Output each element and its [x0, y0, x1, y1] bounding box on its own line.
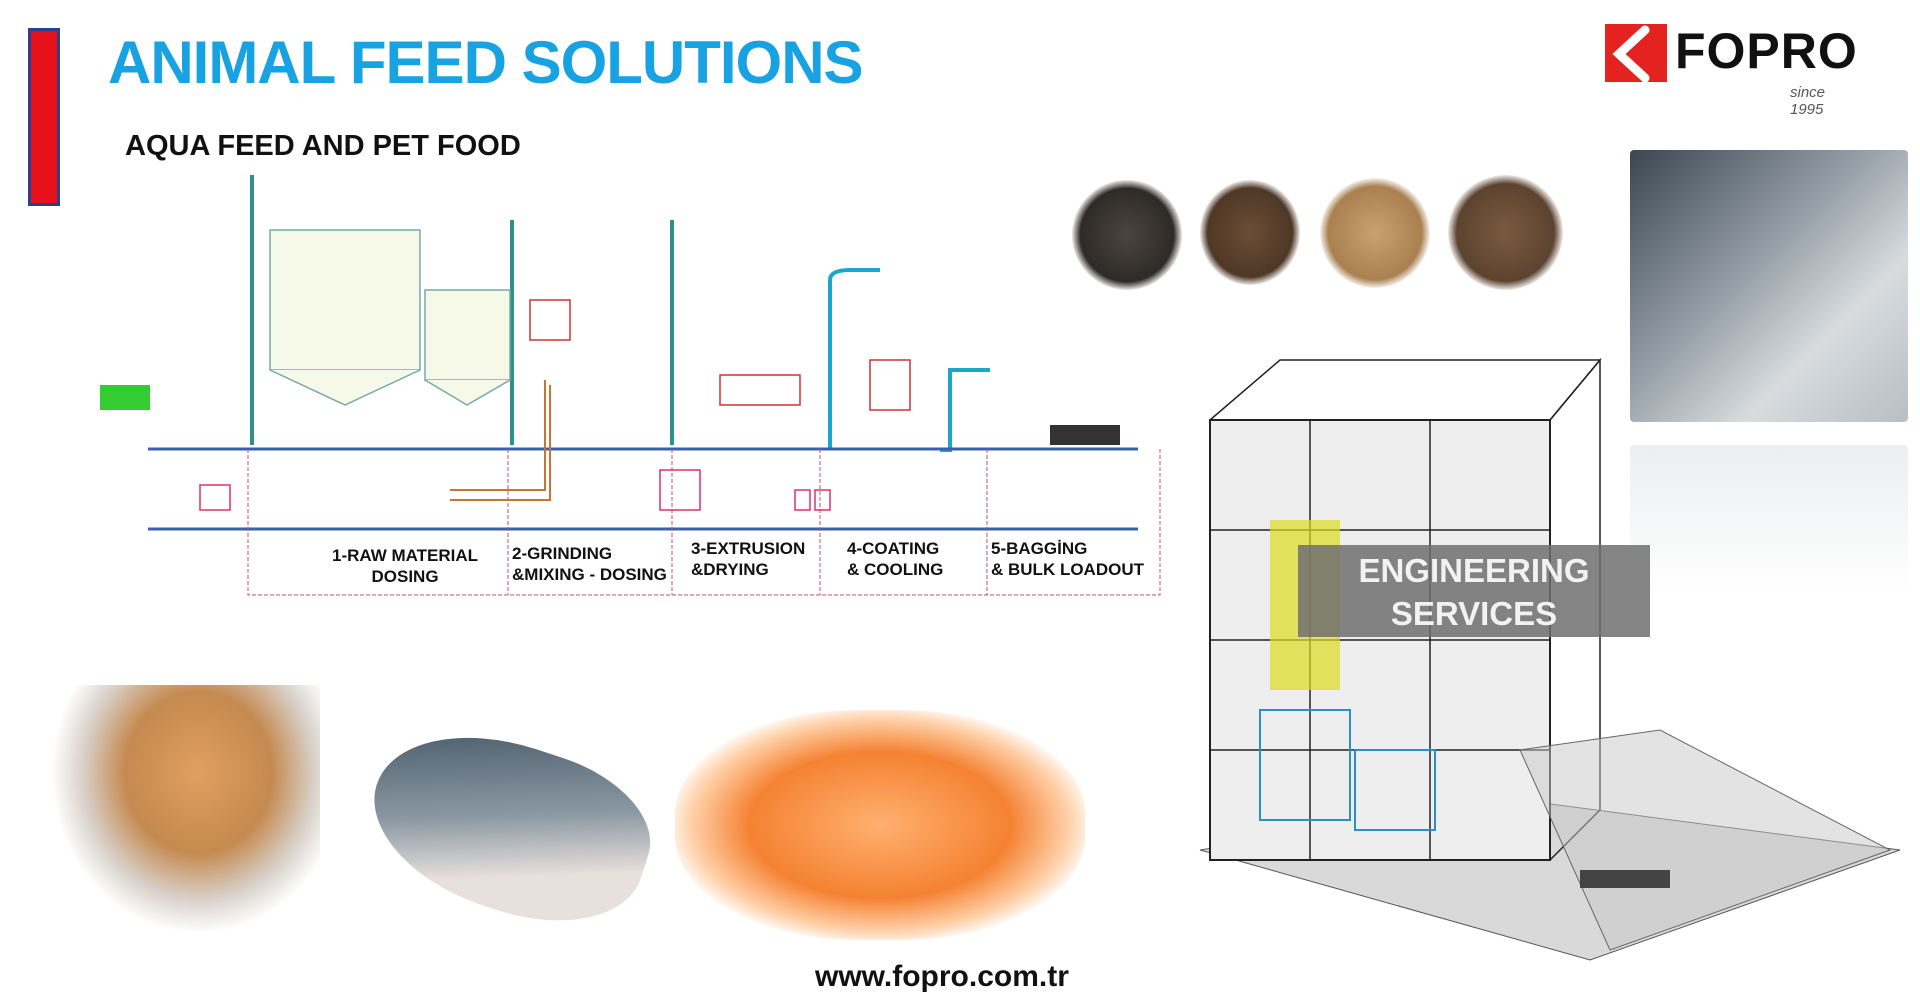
- shrimp-photo: [675, 710, 1085, 940]
- accent-bar: [28, 28, 60, 206]
- page-title: ANIMAL FEED SOLUTIONS: [108, 29, 864, 96]
- stage-bagging-loadout: 5-BAGGİNG & BULK LOADOUT: [991, 538, 1144, 580]
- pellet-pile-image: [1448, 175, 1563, 290]
- stage-label: 5-BAGGİNG: [991, 539, 1088, 558]
- stage-label: 1-RAW MATERIAL: [332, 546, 479, 565]
- engineering-line2: SERVICES: [1390, 595, 1558, 632]
- stage-grinding-mixing: 2-GRINDING &MIXING - DOSING: [512, 543, 667, 585]
- logo-mark-icon: [1605, 24, 1667, 83]
- engineering-line1: ENGINEERING: [1358, 552, 1590, 589]
- page-subtitle: AQUA FEED AND PET FOOD: [125, 130, 521, 162]
- photo-reflection: [1630, 445, 1908, 595]
- stage-raw-material-dosing: 1-RAW MATERIAL DOSING: [332, 545, 478, 587]
- salmon-photo: [351, 705, 669, 950]
- engineering-services-label: ENGINEERING SERVICES: [1298, 545, 1650, 637]
- logo-wordmark: FOPRO: [1675, 23, 1858, 79]
- stage-extrusion-drying: 3-EXTRUSION &DRYING: [691, 538, 805, 580]
- stage-label: 4-COATING: [847, 539, 940, 558]
- stage-label: & BULK LOADOUT: [991, 560, 1144, 579]
- pellet-pile-image: [1200, 180, 1300, 285]
- stage-label: &MIXING - DOSING: [512, 565, 667, 584]
- process-flow-diagram: [100, 175, 1161, 596]
- pellet-pile-image: [1072, 180, 1182, 290]
- extruder-screw-photo: [1630, 150, 1908, 422]
- stage-coating-cooling: 4-COATING & COOLING: [847, 538, 943, 580]
- feed-plant-3d-model: [1199, 357, 1901, 961]
- website-url[interactable]: www.fopro.com.tr: [815, 960, 1069, 993]
- logo-tagline: since 1995: [1790, 84, 1826, 118]
- truck-icon: [1050, 425, 1120, 445]
- stage-label: DOSING: [371, 567, 439, 586]
- tipper-truck-icon: [100, 385, 150, 410]
- pellet-pile-image: [1320, 178, 1430, 288]
- stage-label: &DRYING: [691, 560, 769, 579]
- puppy-kitten-photo: [50, 685, 320, 935]
- stage-label: 3-EXTRUSION: [691, 539, 806, 558]
- stage-label: 2-GRINDING: [512, 544, 613, 563]
- stage-label: & COOLING: [847, 560, 944, 579]
- fopro-logo: FOPRO since 1995: [1605, 22, 1858, 118]
